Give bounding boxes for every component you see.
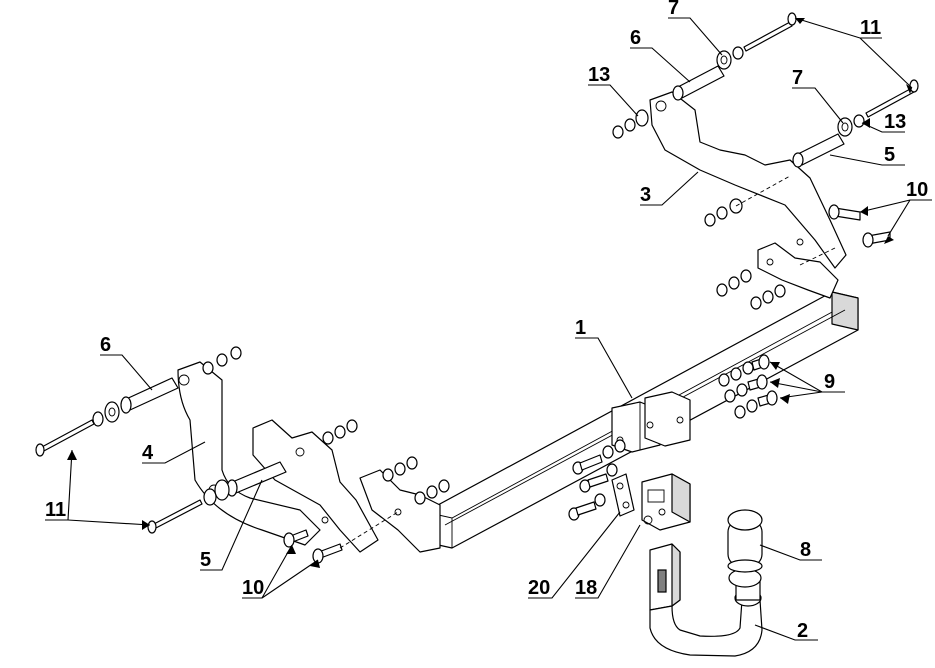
callout-arrowheads	[67, 18, 912, 568]
right-bracket-part-3	[649, 91, 847, 269]
callout-11-right: 11	[860, 17, 881, 39]
callout-11-left: 11	[45, 499, 66, 521]
left-long-bolts-part-11	[35, 419, 203, 534]
socket-bracket-part-18	[641, 473, 691, 531]
callout-leaders	[45, 17, 932, 641]
right-short-bolts-part-10	[828, 204, 891, 248]
callout-8: 8	[800, 539, 811, 561]
callout-20: 20	[528, 577, 550, 599]
callout-7-mid: 7	[792, 67, 803, 89]
tow-ball-arm-part-2	[649, 543, 763, 657]
left-nuts-top	[202, 346, 358, 445]
left-bracket-plate-part-4b	[252, 419, 379, 553]
callout-18: 18	[575, 577, 597, 599]
callout-13-right: 13	[884, 111, 906, 133]
right-long-bolts-part-11	[743, 12, 919, 118]
left-washers	[92, 401, 230, 506]
left-bolt-axis-line	[339, 511, 399, 549]
callout-10-right: 10	[906, 179, 928, 201]
right-bracket-plate-lower	[757, 242, 839, 299]
callout-2: 2	[797, 620, 808, 642]
left-spacer-tube-part-6	[120, 377, 179, 414]
beam-bolts-part-9	[718, 354, 778, 419]
callout-10-left: 10	[242, 577, 264, 599]
callout-3: 3	[640, 184, 651, 206]
right-spacer-tube-part-5	[792, 133, 845, 168]
beam-clamp-plate	[611, 391, 691, 453]
callout-13-left: 13	[588, 64, 610, 86]
left-spacer-tube-part-5	[226, 461, 287, 497]
spacer-plate-part-20	[611, 473, 635, 517]
callout-1: 1	[575, 317, 586, 339]
tow-ball-part-8	[727, 509, 763, 588]
right-bolt-axis-line	[735, 175, 791, 207]
left-nuts-lower	[382, 456, 450, 505]
callout-6-right: 6	[630, 27, 641, 49]
right-spacer-tube-part-6	[672, 65, 725, 101]
right-washers-part-7	[716, 46, 865, 137]
callout-9: 9	[824, 371, 835, 393]
callout-4: 4	[142, 442, 154, 464]
right-nuts-part-13	[612, 109, 649, 139]
callout-6-left: 6	[100, 334, 111, 356]
left-short-bolts-part-10	[283, 529, 343, 564]
callout-7-top: 7	[668, 0, 679, 19]
callout-5-right: 5	[884, 144, 895, 166]
callout-5-left: 5	[200, 549, 211, 571]
mount-bolts-part-20	[568, 439, 626, 521]
